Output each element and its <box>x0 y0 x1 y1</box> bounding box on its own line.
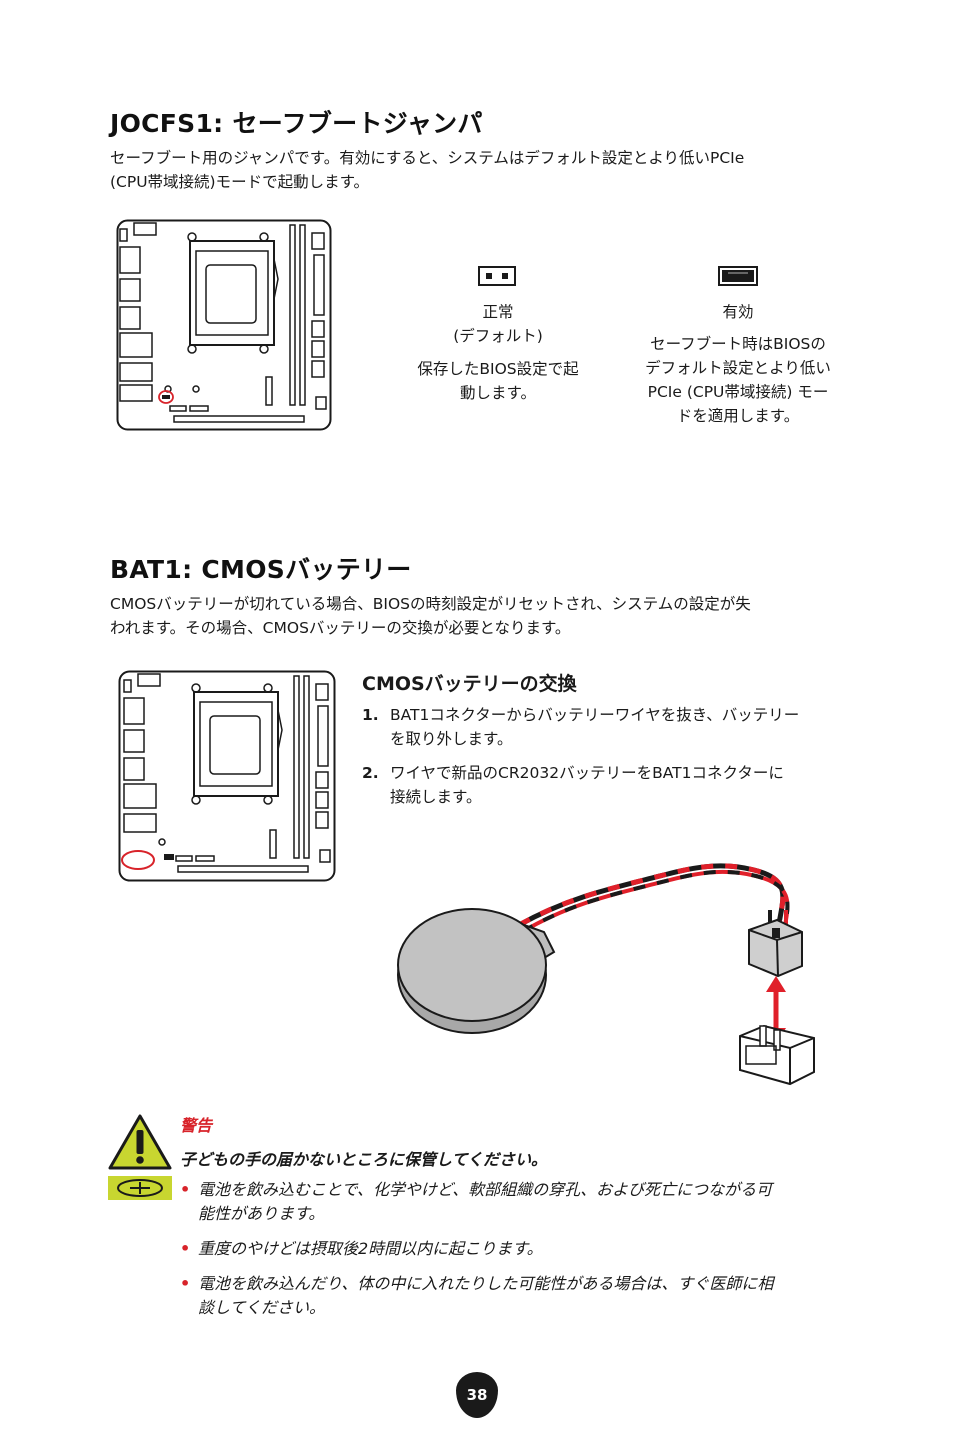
jumper-enabled-icon <box>718 266 758 286</box>
motherboard-diagram-bat1 <box>118 670 336 882</box>
jumper-normal-label: 正常 (デフォルト) <box>453 303 543 345</box>
section1-description: セーフブート用のジャンパです。有効にすると、システムはデフォルト設定とより低いP… <box>110 146 870 194</box>
list-item: • 重度のやけどは摂取後2時間以内に起こります。 <box>180 1239 543 1258</box>
jumper-normal-icon <box>478 266 516 286</box>
section2-desc-line1: CMOSバッテリーが切れている場合、BIOSの時刻設定がリセットされ、システムの… <box>110 595 751 613</box>
coin-battery-icon <box>108 1176 172 1200</box>
warning-bullet-list: • 電池を飲み込むことで、化学やけど、軟部組織の穿孔、および死亡につながる可 能… <box>180 1178 860 1331</box>
warning-lead: 子どもの手の届かないところに保管してください。 <box>180 1150 548 1169</box>
battery-replacement-subtitle: CMOSバッテリーの交換 <box>362 673 577 695</box>
section1-desc-line1: セーフブート用のジャンパです。有効にすると、システムはデフォルト設定とより低いP… <box>110 149 745 167</box>
section2-description: CMOSバッテリーが切れている場合、BIOSの時刻設定がリセットされ、システムの… <box>110 592 870 640</box>
battery-connector-illustration <box>397 863 815 1086</box>
section1-title: JOCFS1: セーフブートジャンパ <box>110 109 483 138</box>
page-number: 38 <box>456 1372 498 1418</box>
section1-desc-line2: (CPU帯域接続)モードで起動します。 <box>110 173 370 191</box>
jumper-enabled-label: 有効 <box>722 303 754 321</box>
motherboard-diagram-jocfs1 <box>116 219 332 431</box>
section2-title: BAT1: CMOSバッテリー <box>110 555 412 584</box>
warning-title: 警告 <box>180 1116 213 1135</box>
list-item: • 電池を飲み込んだり、体の中に入れたりした可能性がある場合は、すぐ医師に相 談… <box>180 1274 774 1317</box>
jumper-normal-description: 保存したBIOS設定で起 動します。 <box>417 360 579 402</box>
section2-desc-line2: われます。その場合、CMOSバッテリーの交換が必要となります。 <box>110 619 571 637</box>
step-item: 1. BAT1コネクターからバッテリーワイヤを抜き、バッテリー を取り外します。 <box>362 706 800 748</box>
step-item: 2. ワイヤで新品のCR2032バッテリーをBAT1コネクターに 接続します。 <box>362 764 784 806</box>
list-item: • 電池を飲み込むことで、化学やけど、軟部組織の穿孔、および死亡につながる可 能… <box>180 1180 773 1223</box>
battery-replacement-steps: 1. BAT1コネクターからバッテリーワイヤを抜き、バッテリー を取り外します。… <box>362 703 852 819</box>
jumper-enabled-description: セーフブート時はBIOSの デフォルト設定とより低い PCIe (CPU帯域接続… <box>645 335 831 425</box>
warning-triangle-icon <box>108 1114 172 1170</box>
